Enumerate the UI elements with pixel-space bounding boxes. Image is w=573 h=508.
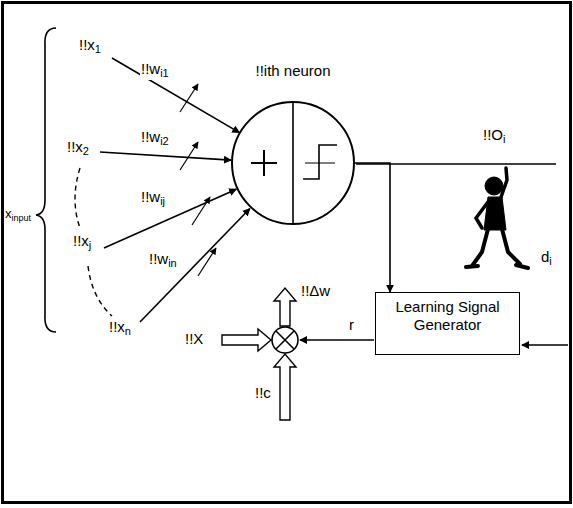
desired-output-label: di [540,248,553,268]
input-arrow [112,58,239,133]
weight-adjust-arrow [198,248,216,276]
weight-label: !!win [148,250,178,270]
neuron-outline [230,100,356,228]
input-arrow [100,152,231,160]
block-arrow [274,288,296,326]
learning-signal-label: r [348,316,355,333]
learning-signal-arrow [300,339,374,341]
weight-label: !!wij [140,188,166,208]
process-box: Learning Signal Generator [375,292,520,355]
input-arrow [140,209,250,322]
neuron-circle: !!ith neuron [230,62,356,228]
person-figure [466,168,528,268]
input-label: !!x2 [66,138,90,158]
block-arrow [274,354,296,420]
dashed-continuation [88,266,112,316]
desired-input-arrow [522,344,568,346]
feedback-connector [354,163,390,292]
weight-adjust-arrow [192,197,210,225]
weight-label: !!wi2 [140,128,170,148]
weight-label: !!wi1 [140,60,170,80]
input-label: !!x1 [78,36,102,56]
weight-change-label: !!Δw [300,282,331,299]
neuron-heading: !!ith neuron [230,62,356,80]
input-label: !!xj [72,232,92,252]
block-arrows [222,288,296,420]
input-brace [36,28,56,332]
multiplier-symbol [272,327,298,353]
weight-adjust-arrow [180,84,198,112]
input-arrow [104,189,236,248]
input-vector-label: !!X [184,330,204,347]
input-lines [100,58,250,322]
input-vector-label: xinput [4,207,32,223]
adjustable-weights [180,84,216,276]
output-label: !!Oi [482,126,506,146]
input-label: !!xn [108,318,132,338]
block-arrow [222,329,271,351]
box-text: Learning Signal Generator [382,298,513,334]
learning-constant-label: !!c [254,384,272,401]
weight-adjust-arrow [180,142,198,170]
dashed-continuation [75,168,80,228]
